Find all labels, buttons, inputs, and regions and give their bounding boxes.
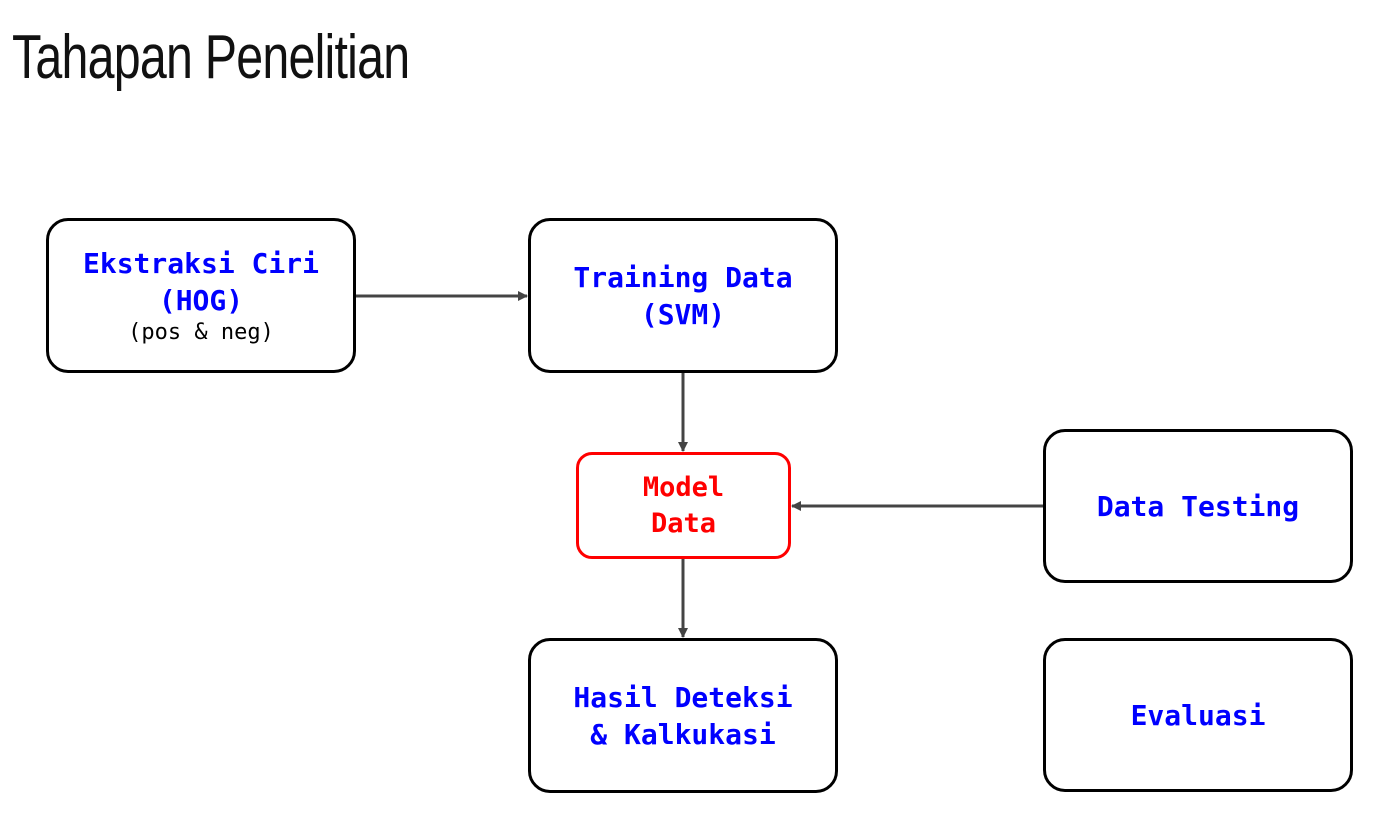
node-hasil-deteksi: Hasil Deteksi & Kalkukasi xyxy=(528,638,838,793)
node-ekstraksi-ciri-sublabel: (pos & neg) xyxy=(128,319,274,345)
node-data-testing-label: Data Testing xyxy=(1096,489,1300,523)
page-title: Tahapan Penelitian xyxy=(12,23,410,92)
node-hasil-deteksi-label: Hasil Deteksi & Kalkukasi xyxy=(573,680,793,751)
node-ekstraksi-ciri: Ekstraksi Ciri (HOG) (pos & neg) xyxy=(46,218,356,373)
node-ekstraksi-ciri-label: Ekstraksi Ciri (HOG) xyxy=(82,246,319,317)
node-training-data-label: Training Data (SVM) xyxy=(573,260,793,331)
node-data-testing: Data Testing xyxy=(1043,429,1353,583)
node-evaluasi-label: Evaluasi xyxy=(1130,698,1266,732)
node-training-data: Training Data (SVM) xyxy=(528,218,838,373)
node-model-data: Model Data xyxy=(576,452,791,559)
node-evaluasi: Evaluasi xyxy=(1043,638,1353,792)
node-model-data-label: Model Data xyxy=(642,471,725,539)
